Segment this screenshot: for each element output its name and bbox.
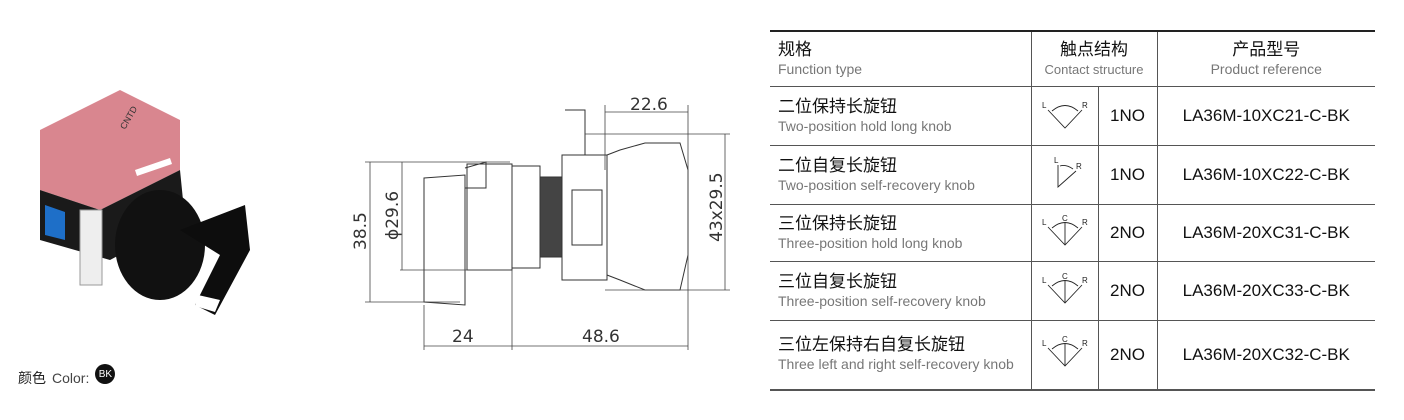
- dimension-drawing: 22.6 24 48.6 38.5 ϕ29.6 43x29.5: [351, 95, 730, 350]
- two-position-return-diagram-icon: LR: [1054, 156, 1082, 188]
- header-function-cn: 规格: [778, 39, 812, 59]
- svg-text:C: C: [1062, 335, 1068, 344]
- svg-text:R: R: [1082, 276, 1088, 285]
- header-reference-en: Product reference: [1210, 60, 1322, 77]
- function-cn: 三位左保持右自复长旋钮: [778, 335, 965, 355]
- function-cn: 三位保持长旋钮: [778, 213, 897, 233]
- svg-text:L: L: [1042, 339, 1047, 348]
- svg-text:L: L: [1042, 218, 1047, 227]
- color-badge-bk: BK: [95, 364, 116, 384]
- product-reference: LA36M-20XC31-C-BK: [1156, 204, 1375, 262]
- contact-count: 2NO: [1097, 204, 1158, 262]
- dimension-lines: [365, 105, 730, 350]
- svg-text:C: C: [1062, 272, 1068, 281]
- svg-text:R: R: [1082, 339, 1088, 348]
- function-en: Three-position self-recovery knob: [778, 292, 986, 309]
- color-label-en: Color:: [52, 370, 90, 386]
- function-cn: 二位自复长旋钮: [778, 155, 897, 175]
- product-reference: LA36M-20XC33-C-BK: [1156, 261, 1375, 321]
- function-en: Three-position hold long knob: [778, 234, 963, 251]
- function-en: Three left and right self-recovery knob: [778, 356, 1014, 373]
- function-en: Two-position self-recovery knob: [778, 176, 975, 193]
- product-reference: LA36M-10XC22-C-BK: [1156, 145, 1375, 205]
- function-cn: 二位保持长旋钮: [778, 96, 897, 116]
- header-contact-cn: 触点结构: [1060, 39, 1128, 59]
- contact-count: 1NO: [1097, 86, 1158, 146]
- color-label-cn: 颜色: [18, 370, 46, 386]
- svg-text:R: R: [1076, 162, 1082, 171]
- svg-text:L: L: [1042, 276, 1047, 285]
- dim-22-6: 22.6: [630, 95, 668, 115]
- header-function-en: Function type: [778, 60, 863, 77]
- dim-38-5: 38.5: [351, 212, 371, 250]
- contact-count: 1NO: [1097, 145, 1158, 205]
- contact-count: 2NO: [1097, 320, 1158, 390]
- dim-43x29-5: 43x29.5: [707, 172, 727, 242]
- product-photo: CNTD: [40, 90, 250, 315]
- dim-48-6: 48.6: [582, 327, 620, 347]
- svg-text:R: R: [1082, 218, 1088, 227]
- product-reference: LA36M-10XC21-C-BK: [1156, 86, 1375, 146]
- svg-text:L: L: [1042, 101, 1047, 110]
- knob-outline: [423, 109, 689, 306]
- header-reference-cn: 产品型号: [1232, 39, 1301, 59]
- function-en: Two-position hold long knob: [778, 117, 952, 134]
- svg-text:L: L: [1054, 156, 1059, 165]
- svg-text:C: C: [1062, 214, 1068, 223]
- contact-count: 2NO: [1097, 261, 1158, 321]
- svg-text:R: R: [1082, 101, 1088, 110]
- dim-diameter-29-6: ϕ29.6: [383, 191, 403, 240]
- function-cn: 三位自复长旋钮: [778, 271, 897, 291]
- product-reference: LA36M-20XC32-C-BK: [1156, 320, 1375, 390]
- header-contact-en: Contact structure: [1044, 61, 1144, 77]
- dim-24: 24: [452, 327, 474, 347]
- color-row: 颜色 Color: BK: [18, 364, 116, 388]
